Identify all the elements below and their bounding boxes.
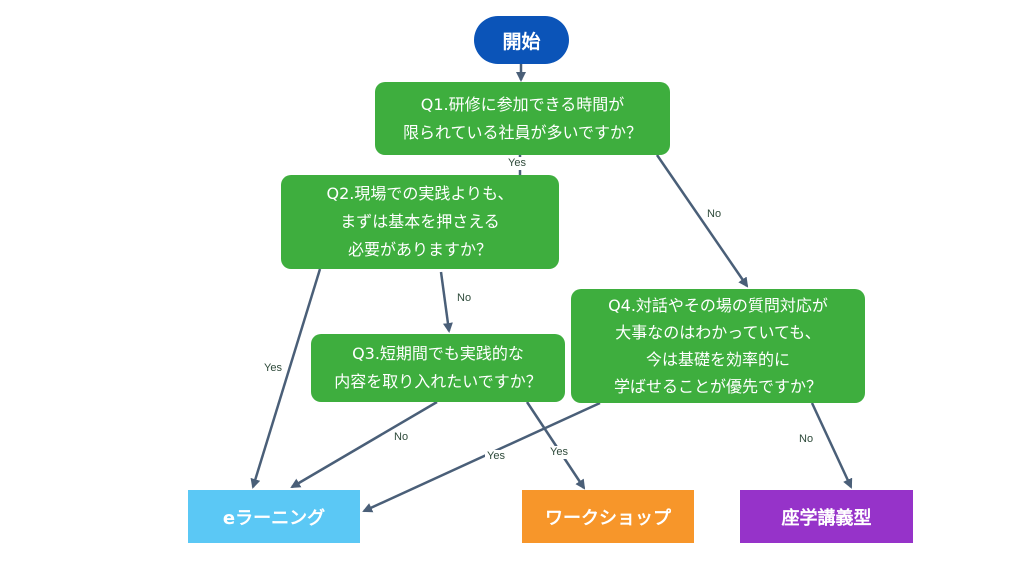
edge-q3-workshop — [525, 401, 586, 490]
edge-label-q1-no: No — [705, 208, 724, 221]
edge-label-q4-no: No — [797, 433, 816, 446]
edge-q3-elearning — [290, 400, 438, 489]
edge-q4-elearning — [362, 401, 601, 513]
edge-q2-elearning — [250, 268, 322, 489]
question-node-q3: Q3.短期間でも実践的な 内容を取り入れたいですか？ — [311, 334, 565, 402]
edge-label-q1-yes: Yes — [506, 157, 528, 170]
edge-label-q4-yes: Yes — [485, 450, 507, 463]
question-node-q1: Q1.研修に参加できる時間が 限られている社員が多いですか？ — [375, 82, 670, 155]
result-node-lecture: 座学講義型 — [740, 490, 913, 543]
edge-label-q3-yes: Yes — [548, 446, 570, 459]
edge-label-q2-no: No — [455, 292, 474, 305]
result-node-elearning: eラーニング — [188, 490, 360, 543]
edge-q1-q4 — [655, 154, 749, 288]
edge-label-q3-no: No — [392, 431, 411, 444]
result-node-workshop: ワークショップ — [522, 490, 694, 543]
start-node: 開始 — [474, 16, 569, 64]
edge-q2-q3 — [439, 271, 453, 333]
edge-label-q2-yes: Yes — [262, 362, 284, 375]
question-node-q2: Q2.現場での実践よりも、 まずは基本を押さえる 必要がありますか？ — [281, 175, 559, 269]
edge-q4-lecture — [810, 402, 853, 489]
question-node-q4: Q4.対話やその場の質問対応が 大事なのはわかっていても、 今は基礎を効率的に … — [571, 289, 865, 403]
